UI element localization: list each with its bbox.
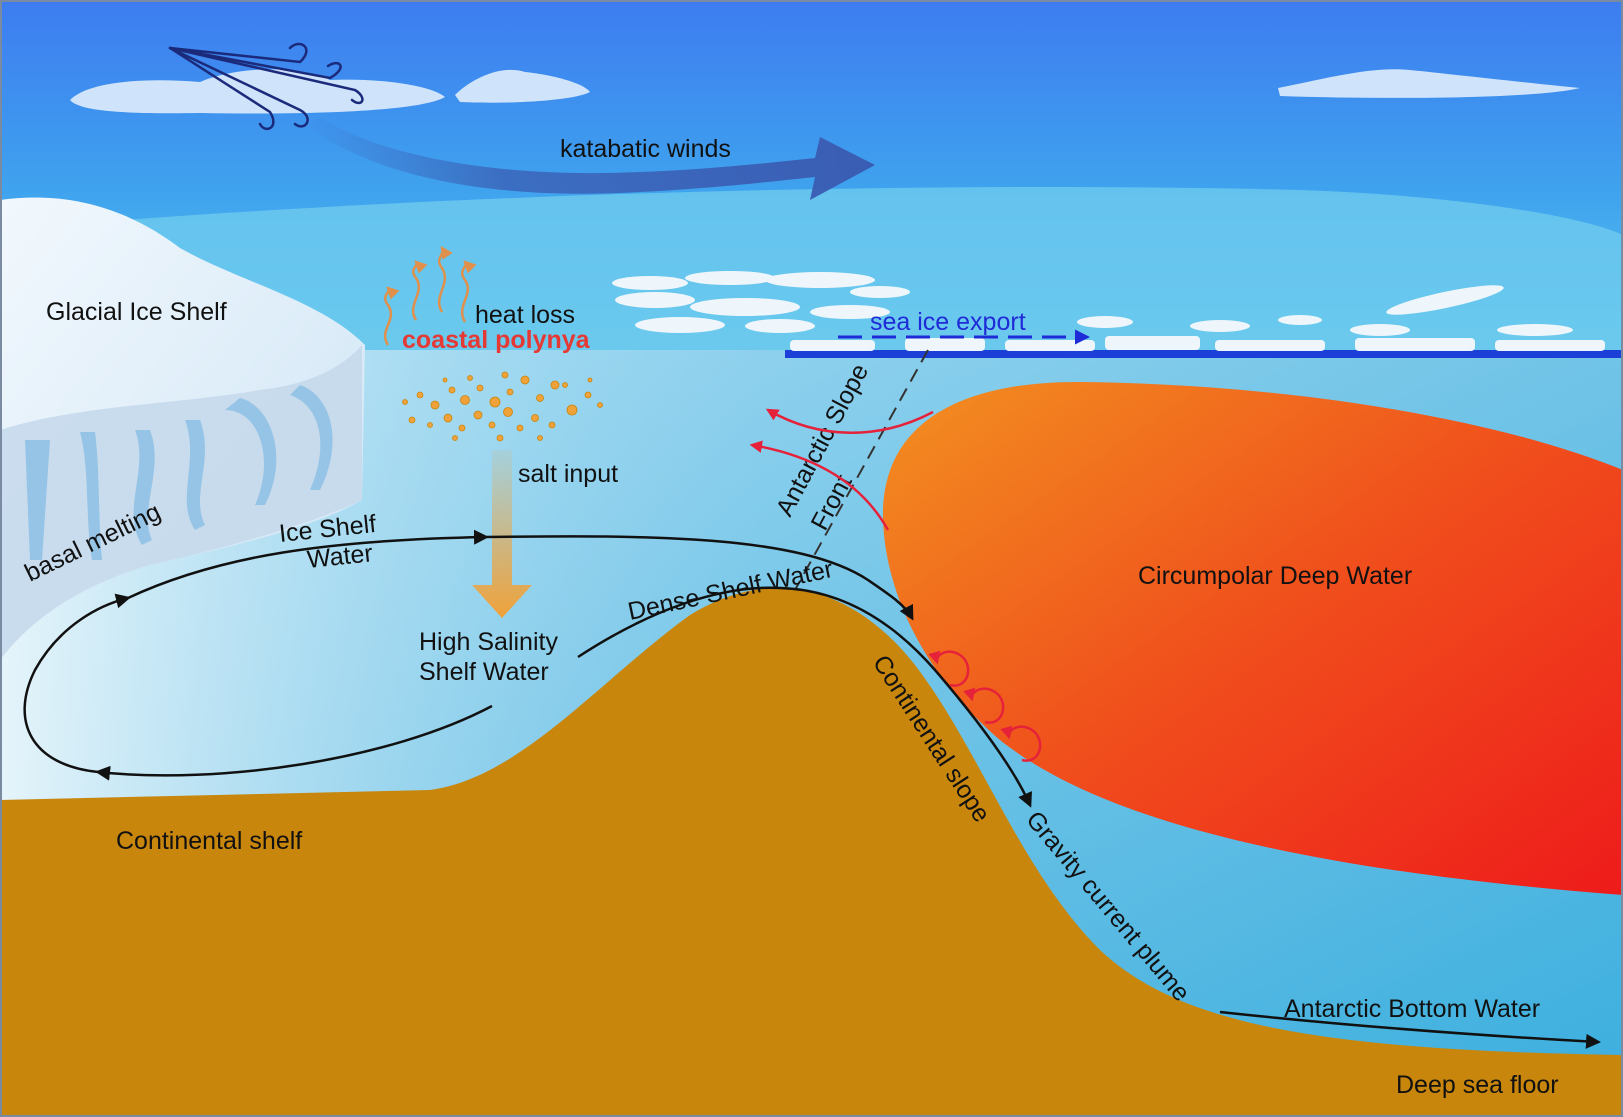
continental-shelf-label: Continental shelf: [116, 827, 302, 855]
sea-ice-export-label: sea ice export: [870, 308, 1026, 336]
glacial-ice-shelf-face: [0, 345, 362, 660]
circumpolar-deep-water-label: Circumpolar Deep Water: [1138, 562, 1412, 590]
wind-gust-icon: [168, 42, 364, 131]
cdw-intrusion-arrows: [749, 408, 934, 531]
antarctic-slope-front-line: [794, 349, 929, 591]
sea-ice-band: [785, 336, 1623, 358]
hssw-label-line2: Shelf Water: [419, 658, 549, 686]
glacial-ice-shelf-label: Glacial Ice Shelf: [46, 298, 227, 326]
salt-input-label: salt input: [518, 460, 618, 488]
ice-shelf-water-label-line2: Water: [306, 539, 374, 574]
cloud-icon: [455, 69, 590, 103]
hssw-label-line1: High Salinity: [419, 628, 558, 656]
cloud-icon: [70, 69, 445, 114]
circumpolar-deep-water-region: [882, 381, 1623, 895]
shelf-circulation-loop: [23, 529, 1601, 1049]
seabed: [0, 587, 1623, 1117]
mixing-eddies: [928, 650, 1042, 762]
heat-loss-arrows: [383, 245, 477, 346]
sea-surface-haze: [0, 186, 1623, 352]
salt-brine-dots: [402, 371, 603, 442]
heat-loss-label: heat loss: [475, 301, 575, 329]
sea-ice-floes: [612, 271, 1573, 336]
ice-melt-channels: [25, 385, 333, 560]
coastal-polynya-label: coastal polynya: [402, 326, 591, 354]
cloud-icon: [1278, 69, 1580, 98]
antarctic-bottom-water-label: Antarctic Bottom Water: [1284, 995, 1540, 1023]
katabatic-winds-arrow: [305, 118, 875, 200]
katabatic-winds-label: katabatic winds: [560, 135, 731, 163]
salt-input-arrow: [472, 450, 532, 618]
deep-sea-floor-label: Deep sea floor: [1396, 1071, 1559, 1099]
